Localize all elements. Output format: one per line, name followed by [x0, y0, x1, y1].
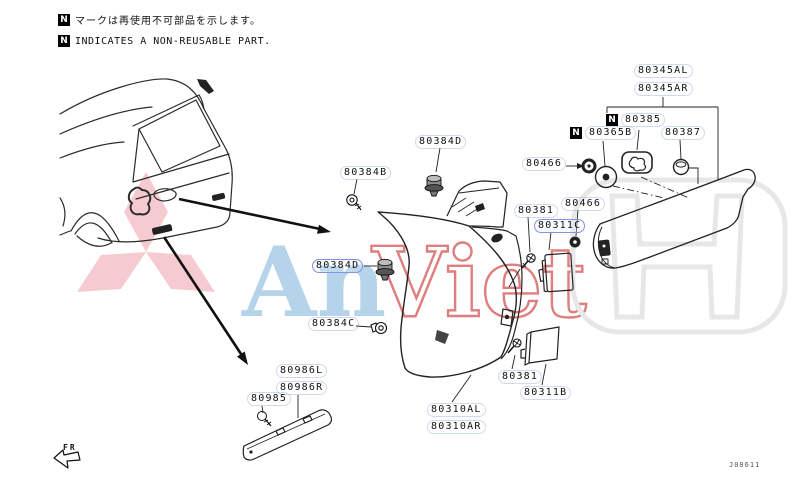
reflector-bar-drawing — [242, 409, 332, 461]
part-label-80387[interactable]: 80387 — [661, 126, 706, 140]
part-label-80311C[interactable]: 80311C — [534, 219, 586, 233]
part-label-80985[interactable]: 80985 — [247, 392, 292, 406]
non-reusable-badge: N — [570, 127, 582, 139]
anviet-watermark-text: An Viet — [241, 225, 588, 340]
drawing-code: J00611 — [729, 461, 761, 469]
arrow-to-reflector — [162, 236, 248, 365]
part-number: 80985 — [247, 392, 292, 406]
part-number: 80310AR — [427, 420, 486, 434]
leader-arrowhead-80466 — [577, 163, 584, 169]
part-number: 80986L — [276, 364, 328, 378]
fr-orientation-label: FR — [63, 443, 77, 452]
bumper-reflector-mark — [151, 224, 173, 235]
lamp-housing-drawing — [446, 180, 523, 360]
part-label-80986L[interactable]: 80986L — [276, 364, 328, 378]
non-reusable-badge: N — [606, 114, 618, 126]
non-reusable-badge: N — [58, 35, 70, 47]
car-illustration — [59, 78, 233, 247]
part-label-80986R[interactable]: 80986R — [276, 381, 328, 395]
grommet-icon-80466-upper — [581, 158, 597, 174]
car-tail-lamp-outline — [127, 186, 152, 216]
screw-icon-80985 — [257, 411, 272, 427]
part-number: 80381 — [498, 370, 543, 384]
part-label-80466-upper[interactable]: 80466 — [522, 157, 567, 171]
clip-icon-80385 — [621, 151, 653, 174]
leader-lines — [261, 97, 719, 418]
clip-icon-80384d-upper — [424, 174, 444, 197]
bracket-80311c-drawing — [538, 252, 574, 293]
note-en-text: INDICATES A NON-REUSABLE PART. — [75, 35, 271, 47]
part-number: 80311B — [520, 386, 572, 400]
part-label-80384D-upper[interactable]: 80384D — [415, 135, 467, 149]
bracket-80311b-drawing — [520, 326, 560, 366]
part-number: 80310AL — [427, 403, 486, 417]
screw-icon-80384b — [346, 194, 362, 211]
tail-lamp-lens-drawing — [377, 211, 518, 378]
part-label-80385[interactable]: N 80385 — [606, 113, 666, 127]
part-number: 80466 — [522, 157, 567, 171]
mitsubishi-logo-watermark — [77, 172, 215, 292]
part-number: 80365B — [585, 126, 637, 140]
part-number: 80381 — [514, 204, 559, 218]
rear-wiper-icon — [197, 79, 214, 94]
part-number: 80384D — [312, 259, 364, 273]
part-label-80381-upper[interactable]: 80381 — [514, 204, 559, 218]
part-label-80310AL[interactable]: 80310AL — [427, 403, 486, 417]
part-label-80381-lower[interactable]: 80381 — [498, 370, 543, 384]
part-number: 80387 — [661, 126, 706, 140]
part-label-80345AL[interactable]: 80345AL — [634, 64, 693, 78]
part-number: 80345AL — [634, 64, 693, 78]
part-label-80466-lower[interactable]: 80466 — [561, 197, 606, 211]
part-number: 80466 — [561, 197, 606, 211]
screw-icon-80381-lower — [507, 338, 522, 354]
screw-icon-80381-upper — [521, 253, 536, 269]
honda-logo-watermark — [570, 177, 788, 335]
part-label-80384D-lower[interactable]: 80384D — [312, 259, 364, 273]
part-label-80384B[interactable]: 80384B — [340, 166, 392, 180]
part-label-80310AR[interactable]: 80310AR — [427, 420, 486, 434]
watermark-viet: Viet — [371, 226, 587, 339]
garnish-drawing — [592, 168, 756, 269]
part-number: 80311C — [534, 219, 586, 233]
part-label-80384C[interactable]: 80384C — [308, 317, 360, 331]
part-label-80311B[interactable]: 80311B — [520, 386, 572, 400]
part-label-80345AR[interactable]: 80345AR — [634, 82, 693, 96]
nut-icon-80466-lower — [569, 236, 581, 248]
part-number: 80385 — [621, 113, 666, 127]
washer-icon-80387 — [672, 158, 690, 176]
non-reusable-badge: N — [58, 13, 70, 26]
note-jp-text: マークは再使用不可部品を示します。 — [75, 16, 261, 27]
part-number: 80345AR — [634, 82, 693, 96]
grommet-icon-80365b — [594, 165, 618, 189]
note-jp: N マークは再使用不可部品を示します。 — [58, 12, 261, 27]
part-number: 80384D — [415, 135, 467, 149]
screw-icon-80384c — [370, 321, 388, 335]
part-label-80365B[interactable]: N 80365B — [570, 126, 637, 140]
part-number: 80384C — [308, 317, 360, 331]
part-number: 80384B — [340, 166, 392, 180]
part-number: 80986R — [276, 381, 328, 395]
fr-direction-arrow-icon — [53, 449, 81, 469]
arrow-to-lamp — [178, 197, 331, 234]
note-en: N INDICATES A NON-REUSABLE PART. — [58, 35, 271, 47]
